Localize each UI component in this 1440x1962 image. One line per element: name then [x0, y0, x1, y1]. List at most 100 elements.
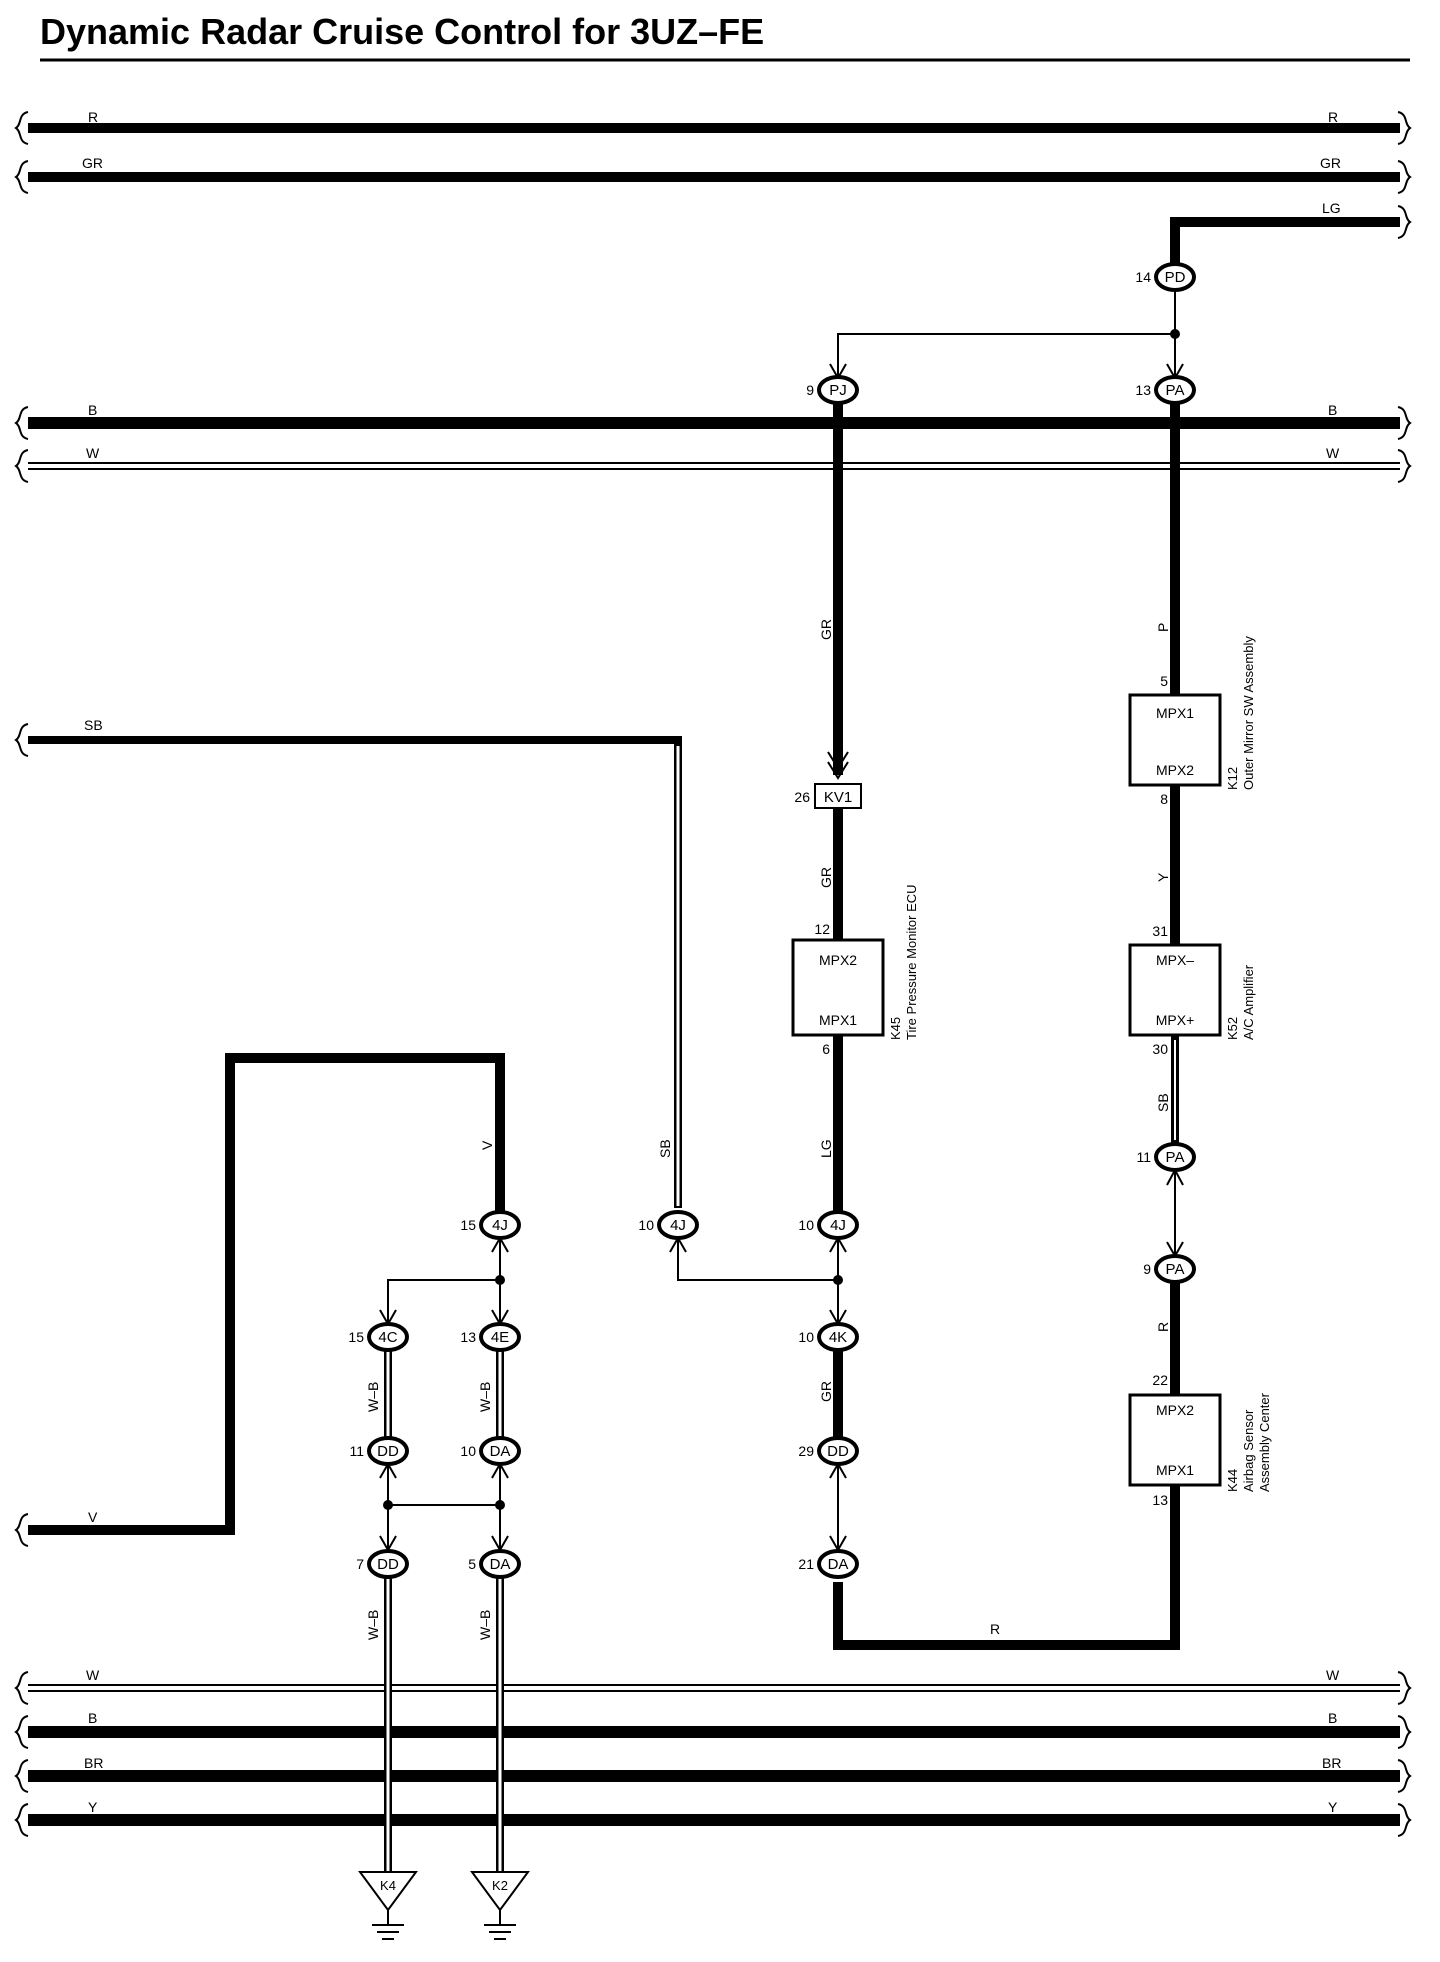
connector-pin: 10 [798, 1217, 814, 1233]
svg-text:K45: K45 [888, 1017, 903, 1040]
connector-code: 4J [670, 1217, 686, 1234]
svg-text:Assembly Center: Assembly Center [1257, 1392, 1272, 1492]
svg-text:KV1: KV1 [824, 789, 852, 806]
connector-pin: 21 [798, 1556, 814, 1572]
bus-r: R R [15, 109, 1411, 145]
connector-pin: 15 [348, 1329, 364, 1345]
connector-code: DA [490, 1556, 511, 1573]
svg-text:22: 22 [1152, 1372, 1168, 1388]
svg-text:MPX+: MPX+ [1156, 1012, 1195, 1028]
connector-code: 4J [830, 1217, 846, 1234]
connector-kv1: KV1 26 [794, 783, 862, 809]
svg-text:W–B: W–B [365, 1382, 381, 1412]
svg-text:GR: GR [1320, 155, 1341, 171]
svg-text:W–B: W–B [477, 1610, 493, 1640]
svg-text:8: 8 [1160, 791, 1168, 807]
svg-text:13: 13 [1152, 1492, 1168, 1508]
component-k45: MPX2 MPX1 12 6 K45 Tire Pressure Monitor… [791, 884, 919, 1057]
connector-code: 4K [829, 1329, 847, 1346]
connector-pin: 13 [460, 1329, 476, 1345]
wire-wb-dd7: W–B [365, 1577, 392, 1872]
component-k12: MPX1 MPX2 5 8 K12 Outer Mirror SW Assemb… [1128, 636, 1256, 807]
ground-k4: K4 [358, 1871, 418, 1940]
bus-lg: LG [1170, 200, 1411, 265]
svg-text:V: V [88, 1509, 98, 1525]
svg-text:K52: K52 [1225, 1017, 1240, 1040]
svg-text:LG: LG [1322, 200, 1341, 216]
svg-text:MPX1: MPX1 [1156, 705, 1194, 721]
svg-text:Airbag Sensor: Airbag Sensor [1241, 1409, 1256, 1492]
bus-b-bottom: B B [15, 1710, 1411, 1749]
connector-pin: 29 [798, 1443, 814, 1459]
svg-text:BR: BR [84, 1755, 103, 1771]
svg-text:B: B [1328, 402, 1337, 418]
svg-text:W: W [1326, 1667, 1340, 1683]
svg-text:V: V [479, 1140, 495, 1150]
svg-text:SB: SB [84, 717, 103, 733]
bus-sb: SB [15, 717, 682, 1208]
connector-pin: 7 [356, 1556, 364, 1572]
svg-text:31: 31 [1152, 923, 1168, 939]
connector-code: DA [828, 1556, 849, 1573]
svg-text:B: B [88, 1710, 97, 1726]
svg-text:6: 6 [822, 1041, 830, 1057]
bus-w-top: W W [15, 445, 1411, 483]
connector-code: PA [1166, 1149, 1185, 1166]
splice-point [383, 1500, 393, 1510]
connector-4j-10: 4J 10 [798, 1210, 859, 1240]
splice-point [495, 1500, 505, 1510]
svg-text:Y: Y [1155, 872, 1171, 882]
bus-y: Y Y [15, 1799, 1411, 1837]
svg-text:K12: K12 [1225, 767, 1240, 790]
svg-text:K2: K2 [492, 1878, 508, 1893]
svg-text:Outer Mirror SW Assembly: Outer Mirror SW Assembly [1241, 636, 1256, 790]
component-k52: MPX– MPX+ 31 30 K52 A/C Amplifier [1128, 923, 1256, 1057]
wire-wb-4e: W–B [477, 1350, 504, 1437]
svg-text:30: 30 [1152, 1041, 1168, 1057]
connector-da-21: DA 21 [798, 1549, 859, 1579]
svg-text:LG: LG [818, 1139, 834, 1158]
bus-w-bottom: W W [15, 1667, 1411, 1705]
wire-4j-4j [677, 1238, 838, 1281]
svg-text:26: 26 [794, 789, 810, 805]
connector-pa-9: PA9 [1143, 1254, 1196, 1284]
ground-k2: K2 [470, 1871, 530, 1940]
svg-text:W–B: W–B [365, 1610, 381, 1640]
svg-text:5: 5 [1160, 673, 1168, 689]
connector-pin: 5 [468, 1556, 476, 1572]
connector-code: PD [1165, 269, 1186, 286]
wire-wb-da5: W–B [477, 1577, 504, 1872]
svg-text:GR: GR [818, 619, 834, 640]
connector-pin: 9 [806, 382, 814, 398]
svg-text:A/C Amplifier: A/C Amplifier [1241, 964, 1256, 1040]
svg-text:Y: Y [1328, 1799, 1338, 1815]
connector-pin: 10 [460, 1443, 476, 1459]
svg-text:MPX1: MPX1 [1156, 1462, 1194, 1478]
connector-code: PA [1166, 382, 1185, 399]
connector-pj-9: PJ9 [806, 375, 859, 405]
connector-pin: 11 [1136, 1149, 1151, 1165]
svg-text:K4: K4 [380, 1878, 396, 1893]
svg-text:GR: GR [818, 1381, 834, 1402]
svg-text:Tire Pressure Monitor ECU: Tire Pressure Monitor ECU [904, 884, 919, 1040]
svg-text:MPX2: MPX2 [1156, 1402, 1194, 1418]
svg-text:W: W [1326, 445, 1340, 461]
connector-code: DA [490, 1443, 511, 1460]
svg-text:MPX–: MPX– [1156, 952, 1194, 968]
bus-gr: GR GR [15, 155, 1411, 194]
connector-pin: 10 [638, 1217, 654, 1233]
svg-text:GR: GR [818, 867, 834, 888]
svg-text:MPX1: MPX1 [819, 1012, 857, 1028]
svg-text:W: W [86, 1667, 100, 1683]
connector-da-10: DA 10 [460, 1436, 521, 1466]
bus-v: V [15, 1053, 505, 1547]
svg-text:R: R [1328, 109, 1338, 125]
svg-text:R: R [990, 1621, 1000, 1637]
connector-da-5: DA 5 [468, 1549, 521, 1579]
